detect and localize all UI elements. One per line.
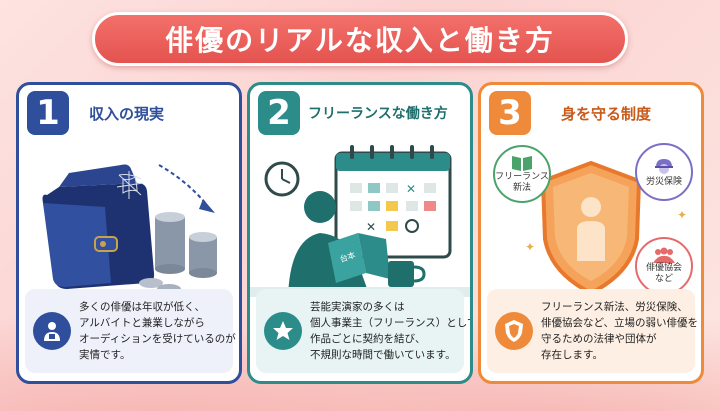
- mug-icon: [388, 261, 426, 287]
- freelance-illustration: ✕ ✕ 台本: [250, 143, 470, 297]
- cobweb-icon: [116, 171, 144, 199]
- wallet-illustration: [19, 143, 239, 297]
- info-line: 多くの俳優は年収が低く、: [79, 301, 205, 313]
- bubble-label: 新法: [512, 183, 531, 193]
- info-line: 俳優協会など、立場の弱い俳優を: [541, 317, 698, 329]
- bubble-insurance: 労災保険: [635, 143, 693, 201]
- info-line: オーディションを受けているのが: [79, 333, 236, 345]
- info-line: 実情です。: [79, 349, 131, 361]
- card-number: 1: [27, 91, 69, 135]
- book-label: 台本: [338, 250, 356, 264]
- helmet-worker-icon: [655, 158, 673, 174]
- svg-text:✦: ✦: [525, 240, 535, 254]
- info-box: フリーランス新法、労災保険、 俳優協会など、立場の弱い俳優を 守るための法律や団…: [487, 289, 698, 373]
- card-title: 身を守る制度: [561, 105, 652, 123]
- info-line: 芸能実演家の多くは: [310, 301, 405, 313]
- bubble-label: など: [654, 274, 673, 284]
- info-line: 不規則な時間で働いています。: [310, 349, 456, 361]
- info-box: 多くの俳優は年収が低く、 アルバイトと兼業しながら オーディションを受けているの…: [25, 289, 236, 373]
- info-line: 存在します。: [541, 349, 603, 361]
- card-header: 3 身を守る制度: [481, 85, 701, 143]
- svg-text:✕: ✕: [406, 182, 416, 196]
- bubble-label: 労災保険: [645, 176, 682, 187]
- svg-text:✦: ✦: [677, 208, 687, 222]
- card-freelance-work: 2 フリーランスな働き方 ✕: [247, 82, 473, 384]
- info-box: 芸能実演家の多くは 個人事業主（フリーランス）として、 作品ごとに契約を結び、 …: [256, 289, 470, 373]
- protection-illustration: ✦ ✦ ✦ フリーランス 新法 労災保険 俳優協会 など: [481, 143, 701, 297]
- info-line: 守るための法律や団体が: [541, 333, 657, 345]
- shield-small-icon: [495, 312, 533, 350]
- card-number: 2: [258, 91, 300, 135]
- book-icon: [512, 156, 532, 171]
- star-badge-icon: [264, 312, 302, 350]
- bubble-actors-association: 俳優協会 など: [635, 237, 693, 295]
- group-icon: [653, 247, 675, 263]
- bubble-label: 俳優協会: [645, 263, 682, 273]
- card-income-reality: 1 収入の現実: [16, 82, 242, 384]
- card-number: 3: [489, 91, 531, 135]
- card-header: 2 フリーランスな働き方: [250, 85, 470, 143]
- card-protection-systems: 3 身を守る制度 ✦ ✦ ✦ フリーランス 新法 労災保険 俳優協会 な: [478, 82, 704, 384]
- clock-icon: [264, 161, 300, 197]
- info-line: 作品ごとに契約を結び、: [310, 333, 426, 345]
- card-header: 1 収入の現実: [19, 85, 239, 143]
- page-title: 俳優のリアルな収入と働き方: [165, 24, 555, 57]
- card-title: 収入の現実: [89, 105, 165, 123]
- bubble-label: フリーランス: [495, 172, 549, 182]
- card-title: フリーランスな働き方: [308, 106, 448, 122]
- info-line: アルバイトと兼業しながら: [79, 317, 205, 329]
- worker-icon: [33, 312, 71, 350]
- calendar-icon: ✕ ✕: [334, 145, 452, 259]
- coin-stacks-icon: [139, 212, 217, 294]
- svg-text:✕: ✕: [366, 220, 376, 234]
- info-line: 個人事業主（フリーランス）として、: [310, 317, 473, 329]
- info-line: フリーランス新法、労災保険、: [541, 301, 688, 313]
- title-banner: 俳優のリアルな収入と働き方: [92, 12, 628, 66]
- script-book-icon: 台本: [328, 233, 390, 283]
- shield-icon: [540, 160, 642, 296]
- bubble-freelance-law: フリーランス 新法: [493, 145, 551, 203]
